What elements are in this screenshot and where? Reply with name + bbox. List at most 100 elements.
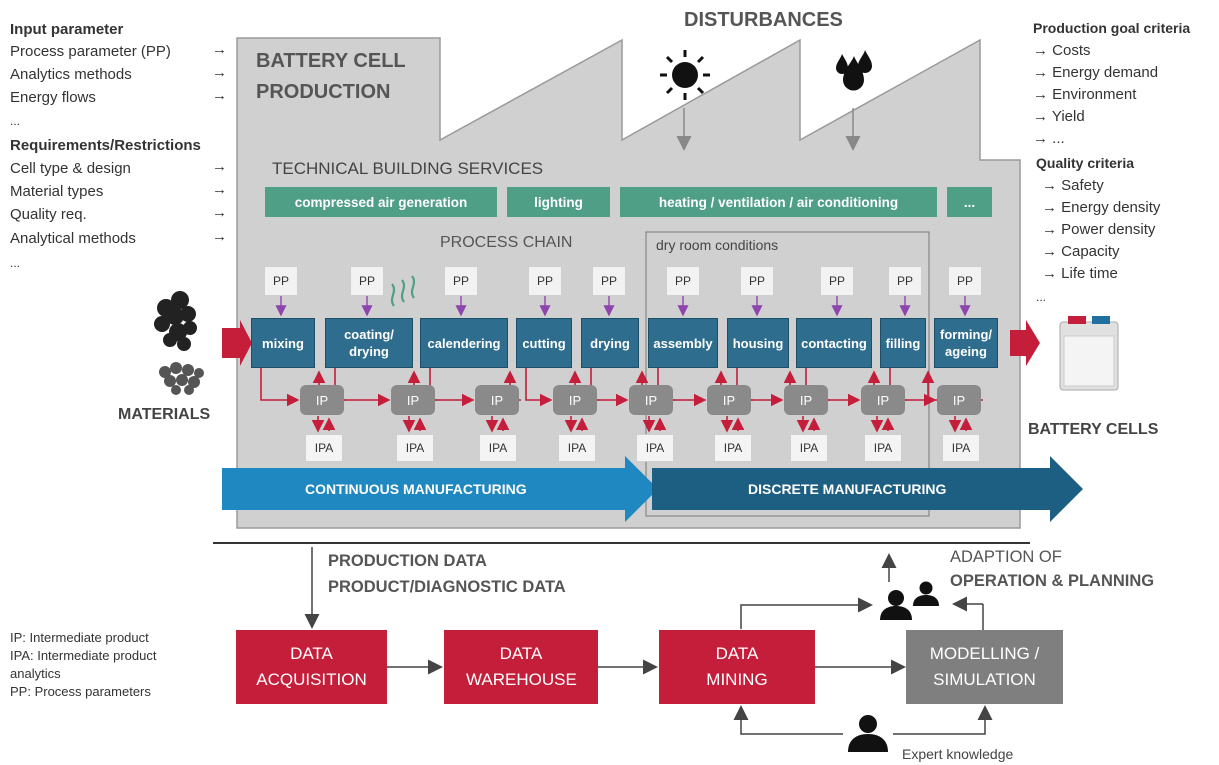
expert-knowledge-label: Expert knowledge: [902, 746, 1014, 762]
modelling-simulation-box: MODELLING / SIMULATION: [906, 630, 1063, 704]
step-coating-drying: coating/ drying: [325, 318, 413, 368]
req-item-analytical: Analytical methods: [10, 230, 136, 247]
ipa-box: IPA: [636, 434, 674, 462]
input-item-pp: Process parameter (PP): [10, 43, 171, 60]
goal-item-yield: → Yield: [1033, 108, 1085, 125]
disturbances-label: DISTURBANCES: [684, 9, 843, 31]
step-housing: housing: [727, 318, 789, 368]
people-icon: [880, 581, 939, 620]
data-mining-box: DATA MINING: [659, 630, 815, 704]
pp-box: PP: [592, 266, 626, 296]
arrow-right-icon: →: [212, 204, 227, 221]
step-filling: filling: [880, 318, 926, 368]
continuous-arrow: [222, 456, 658, 522]
ipa-box: IPA: [790, 434, 828, 462]
modelling-simulation-label: MODELLING / SIMULATION: [929, 644, 1040, 689]
tbs-more: ...: [947, 187, 992, 217]
battery-output-arrow: [1010, 320, 1040, 366]
ipa-box: IPA: [396, 434, 434, 462]
materials-icon: [154, 291, 204, 395]
materials-label: MATERIALS: [118, 406, 211, 423]
arrow-right-icon: →: [212, 181, 227, 198]
legend-ip: IP: Intermediate product: [10, 630, 149, 645]
pp-box: PP: [888, 266, 922, 296]
data-acquisition-label: DATA ACQUISITION: [256, 644, 367, 689]
quality-title: Quality criteria: [1036, 155, 1135, 171]
arrow-right-icon: →: [212, 158, 227, 175]
pp-box: PP: [666, 266, 700, 296]
sun-icon: [660, 50, 710, 100]
production-data-label: PRODUCTION DATA: [328, 552, 487, 570]
step-assembly: assembly: [648, 318, 718, 368]
quality-item-capacity: → Capacity: [1042, 243, 1120, 260]
ipa-box: IPA: [479, 434, 517, 462]
step-calendering: calendering: [420, 318, 508, 368]
battery-cells-label: BATTERY CELLS: [1028, 421, 1159, 438]
adaption-label-line1: ADAPTION OF: [950, 548, 1062, 566]
ipa-box: IPA: [942, 434, 980, 462]
req-item-cell: Cell type & design: [10, 160, 131, 177]
heat-waves-icon: [390, 275, 416, 307]
pp-box: PP: [528, 266, 562, 296]
goal-item-energy: → Energy demand: [1033, 64, 1159, 81]
expert-icon: [848, 715, 888, 752]
discrete-label: DISCRETE MANUFACTURING: [748, 481, 947, 497]
tbs-compressed-air: compressed air generation: [265, 187, 497, 217]
legend-ipa-line1: IPA: Intermediate product: [10, 648, 157, 663]
quality-item-more: ...: [1036, 290, 1047, 304]
factory-title-line2: PRODUCTION: [256, 81, 391, 103]
arrow-right-icon: →: [212, 41, 227, 58]
process-chain-label: PROCESS CHAIN: [440, 234, 573, 251]
goals-title: Production goal criteria: [1033, 20, 1191, 36]
data-mining-label: DATA MINING: [706, 644, 768, 689]
tbs-title: TECHNICAL BUILDING SERVICES: [272, 159, 544, 178]
pp-box: PP: [820, 266, 854, 296]
ip-box: IP: [861, 385, 905, 415]
pp-box: PP: [948, 266, 982, 296]
req-item-more: ...: [10, 256, 21, 270]
input-title: Input parameter: [10, 21, 124, 38]
step-mixing: mixing: [251, 318, 315, 368]
quality-item-power-density: → Power density: [1042, 221, 1156, 238]
data-acquisition-box: DATA ACQUISITION: [236, 630, 387, 704]
ipa-box: IPA: [558, 434, 596, 462]
pp-box: PP: [444, 266, 478, 296]
battery-cell-icon: [1059, 316, 1119, 391]
legend-pp: PP: Process parameters: [10, 684, 151, 699]
ipa-box: IPA: [714, 434, 752, 462]
arrow-right-icon: →: [212, 64, 227, 81]
step-forming-ageing: forming/ ageing: [934, 318, 998, 368]
ipa-box: IPA: [305, 434, 343, 462]
pp-box: PP: [350, 266, 384, 296]
req-item-quality: Quality req.: [10, 206, 87, 223]
product-data-label: PRODUCT/DIAGNOSTIC DATA: [328, 578, 566, 596]
arrow-right-icon: →: [212, 228, 227, 245]
goal-item-environment: → Environment: [1033, 86, 1137, 103]
legend-ipa-line2: analytics: [10, 666, 61, 681]
goal-item-costs: → Costs: [1033, 42, 1091, 59]
quality-item-energy-density: → Energy density: [1042, 199, 1161, 216]
step-cutting: cutting: [516, 318, 572, 368]
tbs-hvac: heating / ventilation / air conditioning: [620, 187, 937, 217]
ip-box: IP: [475, 385, 519, 415]
ip-box: IP: [391, 385, 435, 415]
ip-box: IP: [300, 385, 344, 415]
quality-item-safety: → Safety: [1042, 177, 1104, 194]
input-item-more: ...: [10, 114, 21, 128]
req-item-material: Material types: [10, 183, 104, 200]
data-warehouse-label: DATA WAREHOUSE: [466, 644, 577, 689]
quality-item-lifetime: → Life time: [1042, 265, 1118, 282]
ip-box: IP: [784, 385, 828, 415]
droplets-icon: [836, 50, 872, 91]
tbs-lighting: lighting: [507, 187, 610, 217]
pp-box: PP: [264, 266, 298, 296]
continuous-label: CONTINUOUS MANUFACTURING: [305, 481, 527, 497]
input-item-energy: Energy flows: [10, 89, 96, 106]
data-warehouse-box: DATA WAREHOUSE: [444, 630, 598, 704]
ip-box: IP: [553, 385, 597, 415]
pp-box: PP: [740, 266, 774, 296]
input-item-analytics: Analytics methods: [10, 66, 132, 83]
goal-item-more: → ...: [1033, 130, 1065, 147]
ip-box: IP: [937, 385, 981, 415]
dry-room-label: dry room conditions: [656, 237, 779, 253]
